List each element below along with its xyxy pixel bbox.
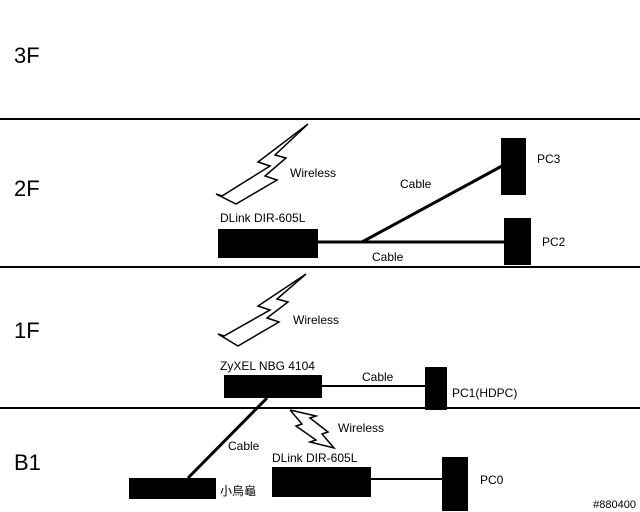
pc0 xyxy=(442,457,468,511)
cable-label-2f-pc2: Cable xyxy=(372,250,404,264)
cable-label-1f-pc1: Cable xyxy=(362,370,394,384)
pc1-label: PC1(HDPC) xyxy=(452,386,517,400)
wireless-bolt-1f xyxy=(217,273,307,347)
nas-b1-label: 小烏龜 xyxy=(220,484,256,498)
wireless-bolt-b1 xyxy=(289,409,337,450)
pc2 xyxy=(504,218,531,265)
pc3-label: PC3 xyxy=(537,152,561,166)
floor-label-3f: 3F xyxy=(14,43,40,68)
cable-2f-pc3 xyxy=(361,164,503,244)
floor-label-b1: B1 xyxy=(14,450,41,475)
router-2f xyxy=(218,229,318,258)
pc1 xyxy=(425,367,447,410)
router-1f xyxy=(224,375,322,398)
wireless-label-2f: Wireless xyxy=(290,166,336,180)
cable-label-2f-pc3: Cable xyxy=(400,177,432,191)
pc0-label: PC0 xyxy=(480,473,504,487)
floor-label-2f: 2F xyxy=(14,176,40,201)
router-label-2f: DLink DIR-605L xyxy=(220,211,306,225)
cable-1f-b1 xyxy=(186,396,269,480)
router-label-b1: DLink DIR-605L xyxy=(272,451,358,465)
cable-label-1f-b1: Cable xyxy=(228,439,260,453)
pc3 xyxy=(501,138,526,195)
wireless-bolt-2f xyxy=(215,123,309,205)
wireless-label-b1: Wireless xyxy=(338,421,384,435)
watermark: #880400 xyxy=(593,499,636,511)
nas-b1 xyxy=(129,478,216,499)
pc2-label: PC2 xyxy=(542,235,566,249)
floor-label-1f: 1F xyxy=(14,318,40,343)
router-b1 xyxy=(272,467,371,497)
router-label-1f: ZyXEL NBG 4104 xyxy=(220,359,315,373)
wireless-label-1f: Wireless xyxy=(293,313,339,327)
